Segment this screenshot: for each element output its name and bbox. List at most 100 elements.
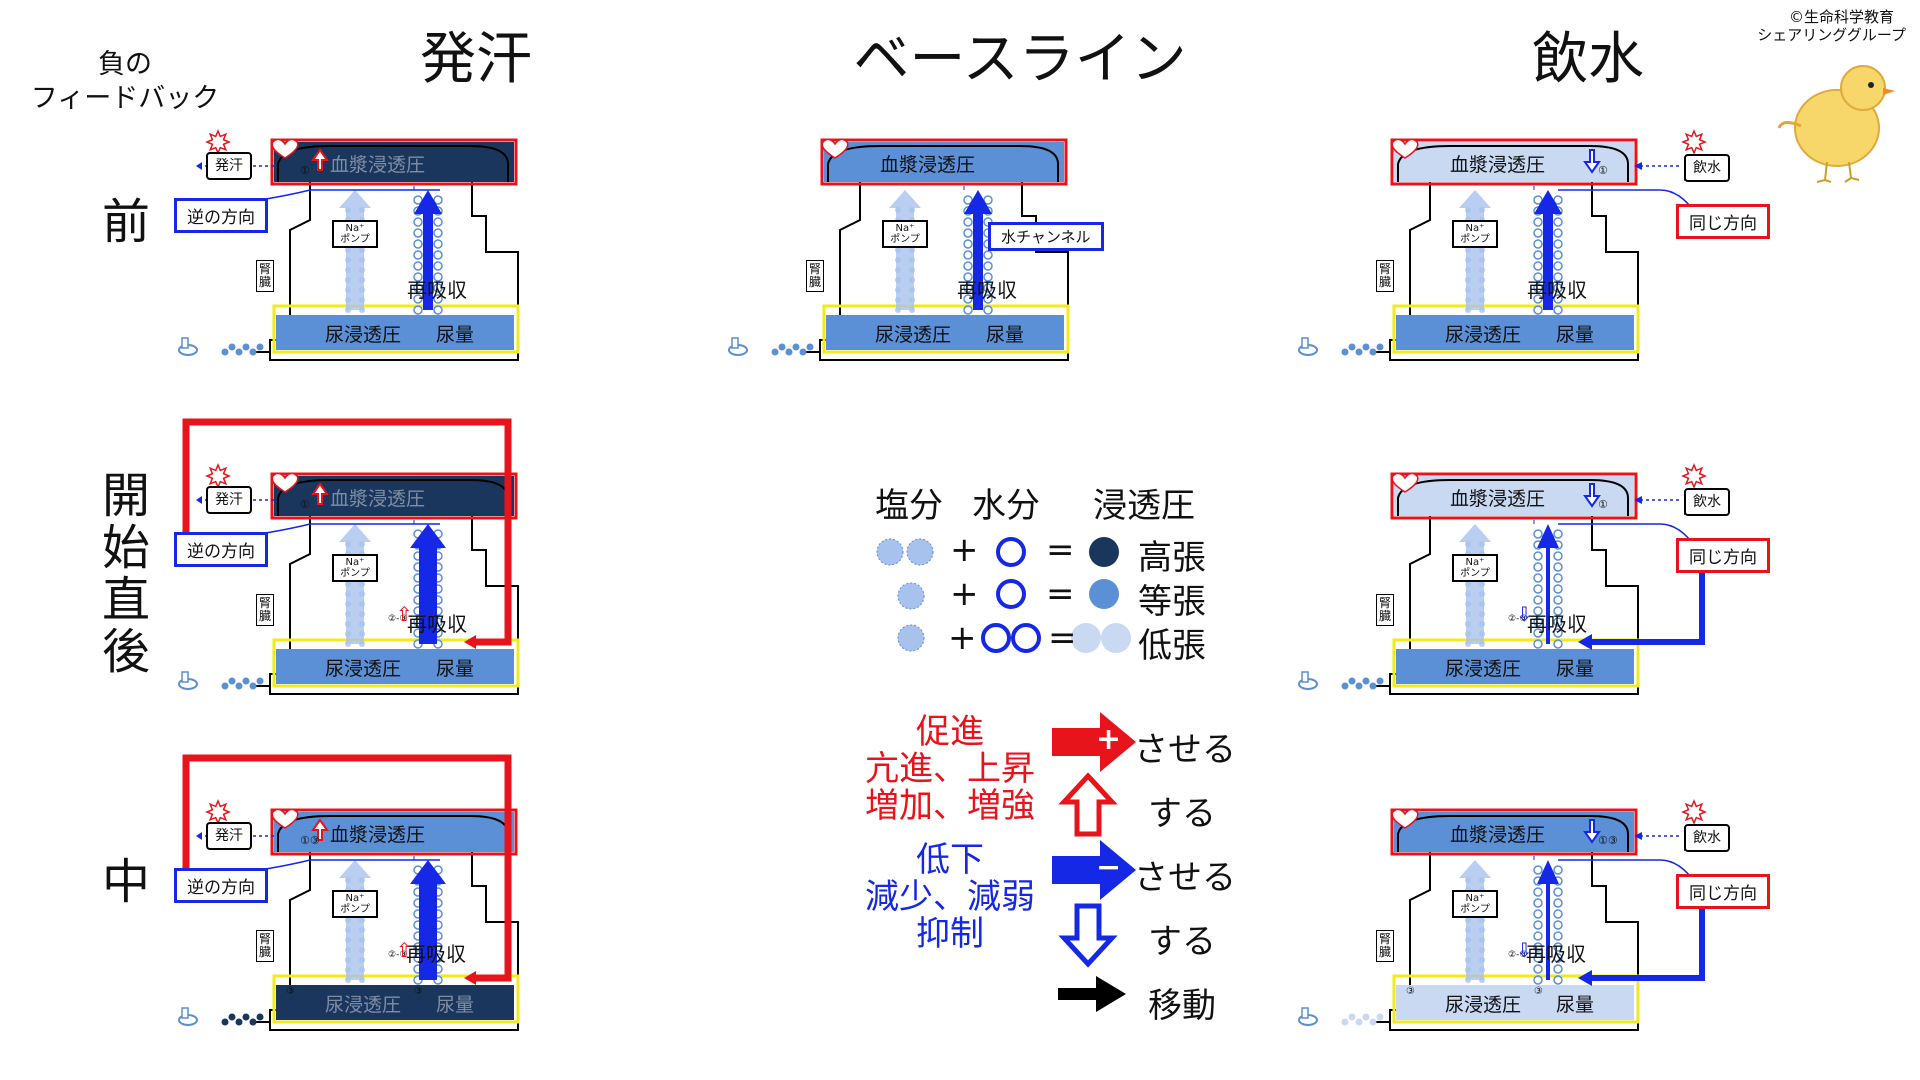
kidney-char2: 臓 (1378, 945, 1391, 959)
nephron-diagram (1298, 129, 1707, 361)
promote-solid-arrow-icon (1052, 712, 1136, 772)
urine-vol-marker: ③ (414, 986, 423, 997)
kidney-char2: 臓 (1378, 609, 1391, 623)
feedback-label: 負の フィードバック (25, 48, 225, 116)
toilet-icon (1298, 671, 1318, 690)
legend-promote: 促進 亢進、上昇 増加、増強 (850, 714, 1050, 825)
toilet-icon (178, 1007, 198, 1026)
kidney-box: 腎臓 (256, 594, 274, 626)
na-pump-box: Na⁺ポンプ (1452, 220, 1498, 248)
sweating-stimulus-box: 発汗 (206, 152, 252, 180)
row-label-before: 前 (101, 194, 150, 250)
na-pump-box: Na⁺ポンプ (1452, 554, 1498, 582)
reabsorption-decrease-arrow-icon: ⇩ (1516, 938, 1533, 962)
na-pump-text: ポンプ (340, 568, 370, 579)
urine-volume-label: 尿量 (436, 994, 475, 1016)
urine-osmolality-label: 尿浸透圧 (1445, 324, 1522, 346)
urine-osmolality-label: 尿浸透圧 (325, 324, 402, 346)
opposite-direction-box: 逆の方向 (174, 868, 268, 903)
legend-eq-3: = (1048, 618, 1077, 658)
na-pump-ion: Na⁺ (345, 893, 365, 904)
suppress-solid-arrow-icon (1052, 840, 1136, 900)
plasma-osmolality-label: 血漿浸透圧 (1450, 824, 1546, 846)
na-pump-box: Na⁺ポンプ (1452, 890, 1498, 918)
marker-circled-number: ①③ (300, 834, 320, 847)
column-header-baseline: ベースライン (853, 27, 1187, 92)
reabsorption-increase-arrow-icon: ⇧ (396, 602, 413, 626)
kidney-char1: 腎 (258, 262, 271, 276)
reabsorption-marker: ②-③ (1508, 950, 1528, 960)
org-text: シェアリンググループ (1757, 26, 1906, 44)
chick-illustration (1777, 65, 1895, 183)
legend-eq-2: = (1046, 574, 1075, 614)
legend-result-3: 低張 (1138, 626, 1206, 666)
reabsorption-marker: ②-③ (1508, 614, 1528, 624)
toilet-icon (178, 337, 198, 356)
urine-osmolality-label: 尿浸透圧 (325, 994, 402, 1016)
urine-osmolality-label: 尿浸透圧 (1445, 994, 1522, 1016)
column-header-sweat: 発汗 (420, 27, 532, 92)
kidney-char1: 腎 (258, 596, 271, 610)
reabsorption-label: 再吸収 (407, 278, 467, 302)
kidney-box: 腎臓 (1376, 594, 1394, 626)
urine-osm-marker: ③ (286, 986, 295, 997)
decrease-outline-arrow-icon (1058, 903, 1118, 968)
heart-icon (271, 808, 299, 829)
urine-volume-label: 尿量 (1556, 658, 1595, 680)
feedback-line1: 負の (98, 49, 152, 80)
legend-arrows (1052, 712, 1136, 1012)
heart-icon (1391, 138, 1419, 159)
reabsorption-label: 再吸収 (1527, 612, 1587, 636)
copyright-text: ©生命科学教育 (1788, 8, 1894, 26)
legend-make-decrease: させる (1134, 858, 1236, 898)
kidney-box: 腎臓 (256, 930, 274, 962)
suppress-sign: − (1096, 850, 1122, 885)
same-direction-box: 同じ方向 (1676, 538, 1770, 573)
nephron-diagram (1298, 463, 1707, 695)
column-header-drink: 飲水 (1532, 27, 1644, 92)
drinking-stimulus-box: 飲水 (1684, 154, 1730, 182)
water-channel-box: 水チャンネル (988, 222, 1104, 251)
kidney-char1: 腎 (808, 262, 821, 276)
reabsorption-label: 再吸収 (407, 612, 467, 636)
toilet-icon (1298, 1007, 1318, 1026)
heart-icon (1391, 472, 1419, 493)
legend-plus-2: + (950, 574, 979, 614)
plasma-osmolality-label: 血漿浸透圧 (1450, 488, 1546, 510)
urine-volume-label: 尿量 (436, 658, 475, 680)
legend-move: 移動 (1148, 986, 1216, 1026)
stimulus-burst-icon (1681, 799, 1707, 825)
toilet-icon (1298, 337, 1318, 356)
suppress-line1: 低下 (916, 840, 984, 880)
legend-eq-1: = (1046, 530, 1075, 570)
marker-circled-number: ① (300, 164, 310, 177)
reabsorption-increase-arrow-icon: ⇧ (396, 938, 413, 962)
stimulus-burst-icon (1681, 129, 1707, 155)
reabsorption-decrease-arrow-icon: ⇩ (1516, 602, 1533, 626)
kidney-box: 腎臓 (1376, 930, 1394, 962)
reabsorption-marker: ②-③ (388, 950, 408, 960)
increase-outline-arrow-icon (1058, 772, 1118, 837)
move-arrow-icon (1058, 976, 1126, 1012)
legend-result-2: 等張 (1138, 582, 1206, 622)
reabsorption-label: 再吸収 (1527, 278, 1587, 302)
legend-tonicity-graphics (876, 537, 1131, 653)
toilet-icon (178, 671, 198, 690)
na-pump-text: ポンプ (1460, 568, 1490, 579)
reabsorption-label: 再吸収 (406, 942, 466, 966)
legend-header-salt: 塩分 (875, 486, 943, 526)
marker-circled-number: ①③ (1598, 834, 1618, 847)
legend-result-1: 高張 (1138, 538, 1206, 578)
promote-line2: 亢進、上昇 (865, 749, 1035, 789)
na-pump-text: ポンプ (890, 234, 920, 245)
kidney-box: 腎臓 (806, 260, 824, 292)
plasma-osmolality-label: 血漿浸透圧 (330, 488, 426, 510)
row-label-during: 中 (101, 854, 150, 910)
plasma-osmolality-label: 血漿浸透圧 (880, 154, 976, 176)
opposite-direction-box: 逆の方向 (174, 198, 268, 233)
